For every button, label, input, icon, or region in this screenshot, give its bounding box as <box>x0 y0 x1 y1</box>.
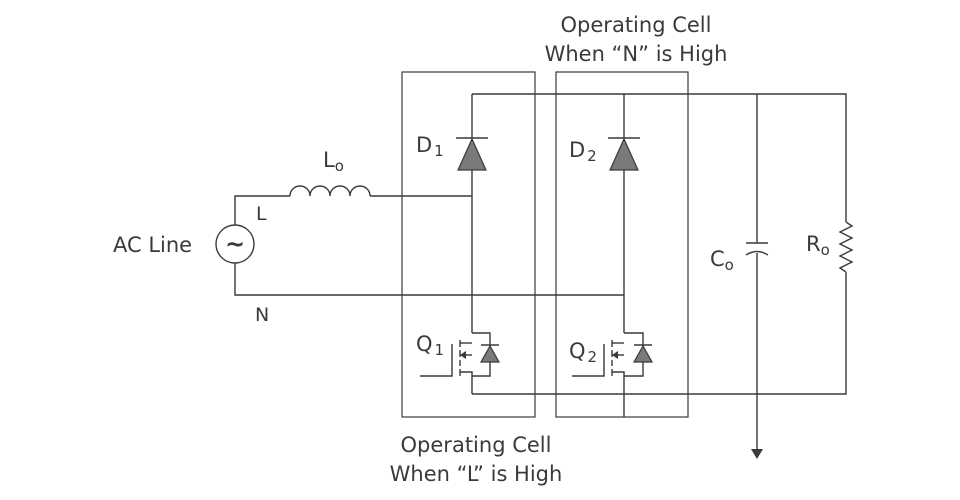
mosfet-q2-source <box>612 371 625 417</box>
terminal-l-label: L <box>256 203 267 225</box>
capacitor-label: Co <box>710 247 734 274</box>
inductor-label: Lo <box>323 148 344 175</box>
ac-line-label: AC Line <box>113 233 192 257</box>
diode-d1-label-letter: D <box>416 133 432 157</box>
resistor-label-sub: o <box>821 241 830 259</box>
capacitor-label-sub: o <box>725 256 734 274</box>
mosfet-q1-gate <box>420 344 453 377</box>
mosfet-q2-label-letter: Q <box>569 339 586 363</box>
cell-l-title-line2: When “L” is High <box>390 462 563 486</box>
mosfet-q1 <box>420 332 501 394</box>
diode-d1-body <box>457 137 487 171</box>
cell-n-title-line2: When “N” is High <box>545 42 728 66</box>
mosfet-q2-label-sub: 2 <box>588 348 598 366</box>
diode-d1-label-sub: 1 <box>434 142 444 160</box>
wire-l-to-inductor <box>234 195 290 225</box>
resistor-label-letter: R <box>806 232 821 256</box>
cell-l-title-line1: Operating Cell <box>401 433 552 457</box>
cell-box-n-high <box>555 71 689 418</box>
mosfet-q2 <box>572 332 654 417</box>
wire-resistor-bottom <box>472 272 847 395</box>
capacitor-label-letter: C <box>710 247 725 271</box>
diode-d2-body <box>609 137 639 171</box>
mosfet-q1-label-sub: 1 <box>435 341 445 359</box>
mosfet-q1-body-arrow <box>460 351 466 359</box>
terminal-n-label: N <box>255 304 269 326</box>
wire-n-return <box>234 263 624 296</box>
resistor-zigzag <box>838 221 854 273</box>
diode-d1 <box>456 137 488 171</box>
mosfet-q2-gate <box>572 344 605 377</box>
mosfet-q2-diode-body <box>632 344 654 363</box>
wire-top-rail <box>472 93 847 222</box>
cell-box-l-high <box>401 71 536 418</box>
mosfet-q2-body-arrow <box>612 351 618 359</box>
resistor-label: Ro <box>806 232 830 259</box>
diode-d2-label-sub: 2 <box>587 147 597 165</box>
inductor-coil <box>289 185 371 197</box>
mosfet-q1-source <box>460 371 473 394</box>
mosfet-q1-label-letter: Q <box>416 332 433 356</box>
cell-n-title-line1: Operating Cell <box>561 13 712 37</box>
ac-source: ~ <box>215 224 255 264</box>
cap-plate-bottom <box>745 250 769 256</box>
inductor-label-sub: o <box>335 157 344 175</box>
diode-d2 <box>608 137 640 171</box>
diode-d2-label-letter: D <box>569 138 585 162</box>
ac-source-symbol: ~ <box>225 230 245 258</box>
inductor-label-letter: L <box>323 148 335 172</box>
mosfet-q1-diode-body <box>479 344 501 363</box>
ground-arrow <box>751 449 763 459</box>
